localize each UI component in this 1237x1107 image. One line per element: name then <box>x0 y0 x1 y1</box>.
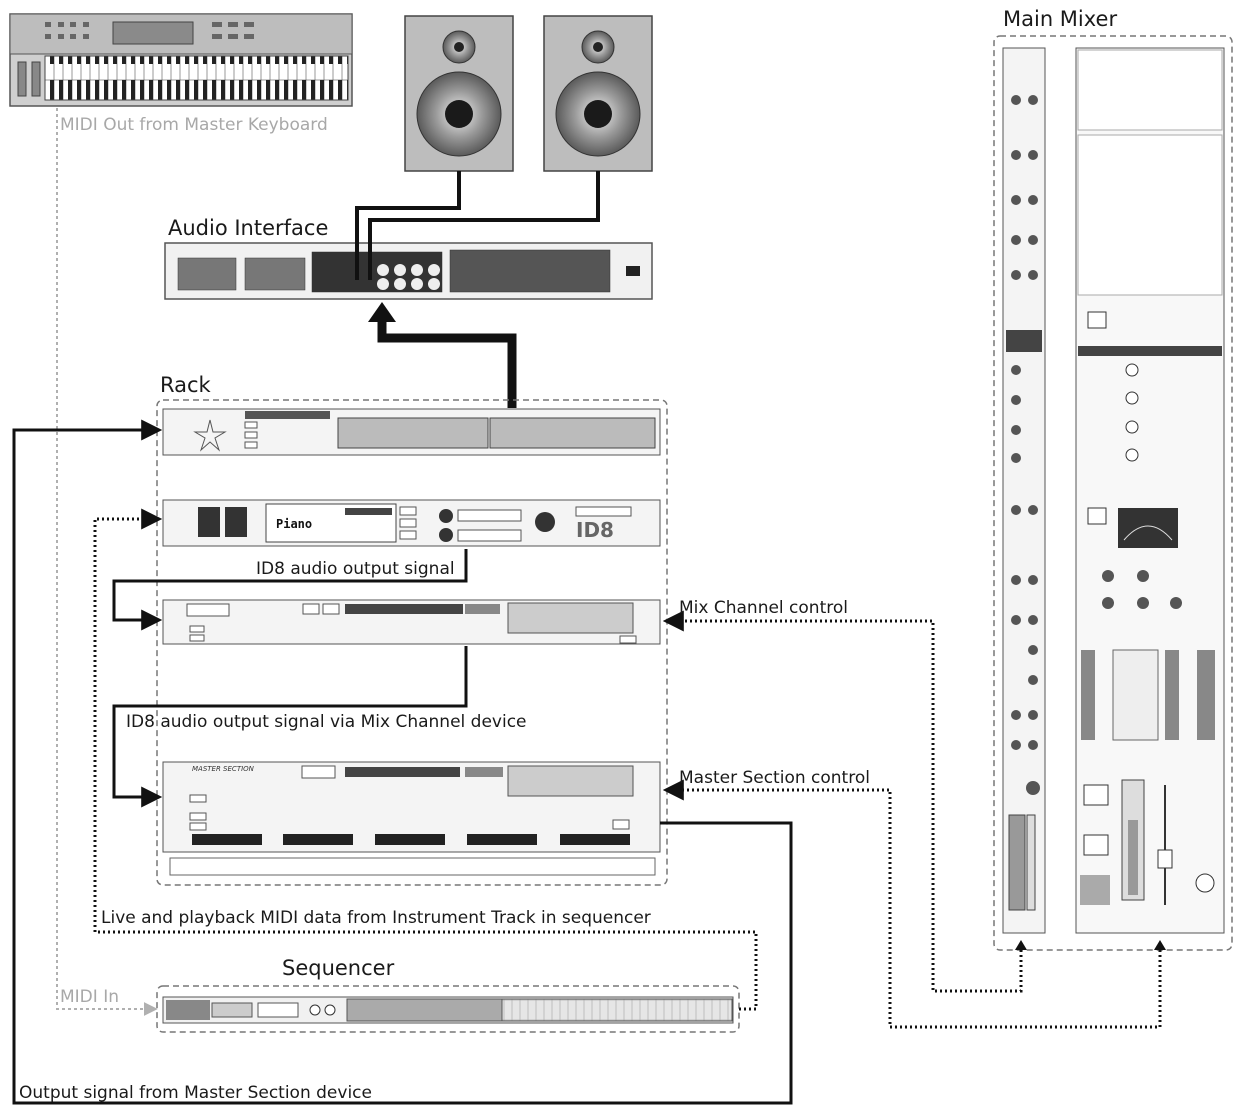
sequencer-border <box>156 985 740 1033</box>
label-live-playback: Live and playback MIDI data from Instrum… <box>101 908 651 928</box>
master-keyboard <box>9 13 353 107</box>
rack-border <box>156 399 668 886</box>
id8-logo: ID8 <box>576 518 614 542</box>
master-section-control-line <box>662 779 1162 1029</box>
speaker-right <box>543 15 653 172</box>
mix-channel-control-up-arrow <box>1015 940 1027 950</box>
master-section-control-up-arrow <box>1154 940 1166 950</box>
rack-mix-channel <box>162 599 661 645</box>
rack-to-interface-cable <box>377 318 517 408</box>
main-mixer-master-strip <box>1075 47 1225 934</box>
mixchannel-to-master-line <box>112 646 468 808</box>
label-id8-via-mix: ID8 audio output signal via Mix Channel … <box>126 712 527 732</box>
id8-to-mixchannel-line <box>112 549 468 631</box>
label-sequencer: Sequencer <box>282 956 395 980</box>
midi-keyboard-line <box>56 108 158 1016</box>
label-midi-in: MIDI In <box>60 987 119 1007</box>
label-midi-out: MIDI Out from Master Keyboard <box>60 115 328 135</box>
id8-patch-name: Piano <box>276 517 312 531</box>
rack-id8-device: Piano ID8 <box>162 499 661 547</box>
rack-master-section: MASTER SECTION <box>162 761 661 876</box>
label-rack: Rack <box>160 373 212 397</box>
label-id8-signal: ID8 audio output signal <box>256 559 455 579</box>
main-mixer-channel-strip <box>1002 47 1046 934</box>
label-output-master: Output signal from Master Section device <box>19 1083 372 1103</box>
master-output-line <box>12 419 793 1105</box>
rack-hardware-interface <box>162 408 661 456</box>
speaker-left-cable <box>355 171 461 280</box>
label-main-mixer: Main Mixer <box>1003 7 1117 31</box>
label-mix-channel-control: Mix Channel control <box>679 598 848 618</box>
master-section-title: MASTER SECTION <box>192 765 255 773</box>
speaker-right-cable <box>368 171 600 280</box>
rack-to-interface-arrowhead <box>368 302 396 322</box>
sequencer-track <box>162 996 734 1024</box>
speaker-left <box>404 15 514 172</box>
mix-channel-control-line <box>662 610 1023 993</box>
label-audio-interface: Audio Interface <box>168 216 328 240</box>
audio-interface-device <box>164 242 653 300</box>
label-master-section-control: Master Section control <box>679 768 870 788</box>
main-mixer-border <box>993 35 1233 951</box>
